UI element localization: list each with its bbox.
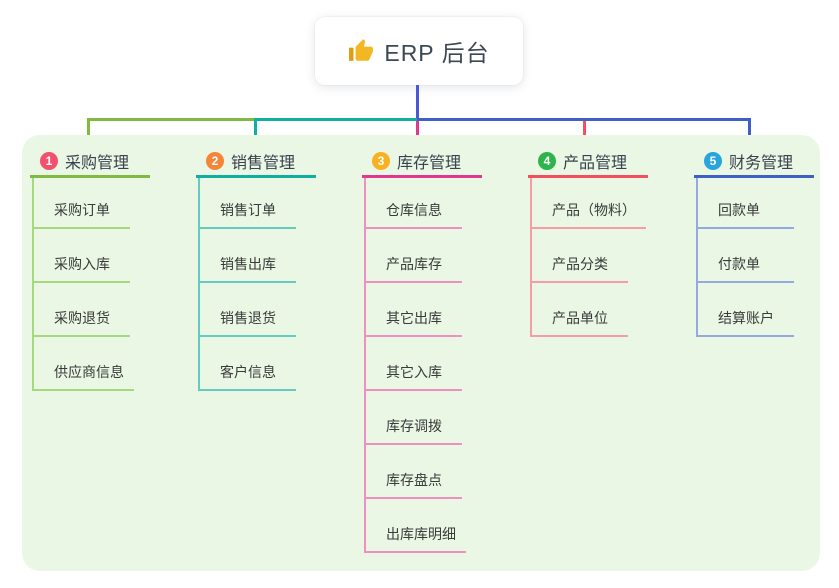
branch-column-finance: 5 财务管理 回款单 付款单 结算账户 bbox=[694, 135, 839, 337]
subtopic[interactable]: 其它出库 bbox=[366, 283, 462, 337]
subtopic[interactable]: 销售订单 bbox=[200, 178, 296, 229]
connector-bar-mid bbox=[254, 118, 417, 121]
branch-children: 采购订单 采购入库 采购退货 供应商信息 bbox=[32, 178, 134, 391]
subtopic[interactable]: 供应商信息 bbox=[34, 337, 134, 391]
subtopic[interactable]: 仓库信息 bbox=[366, 178, 462, 229]
subtopic[interactable]: 库存盘点 bbox=[366, 445, 462, 499]
subtopic[interactable]: 产品单位 bbox=[532, 283, 628, 337]
subtopic[interactable]: 产品（物料） bbox=[532, 178, 646, 229]
branch-topic-label: 库存管理 bbox=[397, 155, 462, 172]
connector-bar-left bbox=[87, 118, 255, 121]
root-topic-label: ERP 后台 bbox=[384, 40, 490, 66]
subtopic[interactable]: 产品库存 bbox=[366, 229, 462, 283]
connector-root-drop bbox=[416, 85, 419, 121]
branch-column-purchase: 1 采购管理 采购订单 采购入库 采购退货 供应商信息 bbox=[30, 135, 180, 391]
branch-topic-finance[interactable]: 5 财务管理 bbox=[694, 147, 814, 178]
branch-column-product: 4 产品管理 产品（物料） 产品分类 产品单位 bbox=[528, 135, 678, 337]
connector-drop-branch-5 bbox=[748, 118, 751, 148]
branch-topic-label: 产品管理 bbox=[563, 155, 628, 172]
subtopic[interactable]: 结算账户 bbox=[698, 283, 794, 337]
subtopic[interactable]: 客户信息 bbox=[200, 337, 296, 391]
branch-children: 仓库信息 产品库存 其它出库 其它入库 库存调拨 库存盘点 出库库明细 bbox=[364, 178, 466, 553]
subtopic[interactable]: 产品分类 bbox=[532, 229, 628, 283]
branch-topic-sales[interactable]: 2 销售管理 bbox=[196, 147, 316, 178]
subtopic[interactable]: 销售出库 bbox=[200, 229, 296, 283]
subtopic[interactable]: 采购退货 bbox=[34, 283, 130, 337]
branch-children: 回款单 付款单 结算账户 bbox=[696, 178, 794, 337]
subtopic[interactable]: 其它入库 bbox=[366, 337, 462, 391]
branch-children: 销售订单 销售出库 销售退货 客户信息 bbox=[198, 178, 296, 391]
branch-topic-label: 采购管理 bbox=[65, 155, 130, 172]
branch-number-badge: 5 bbox=[704, 152, 722, 170]
branch-column-sales: 2 销售管理 销售订单 销售出库 销售退货 客户信息 bbox=[196, 135, 346, 391]
connector-bar-right bbox=[417, 118, 751, 121]
branch-number-badge: 2 bbox=[206, 152, 224, 170]
branch-number-badge: 1 bbox=[40, 152, 58, 170]
subtopic[interactable]: 回款单 bbox=[698, 178, 794, 229]
connector-drop-branch-1 bbox=[87, 118, 90, 148]
subtopic[interactable]: 采购入库 bbox=[34, 229, 130, 283]
branch-topic-label: 财务管理 bbox=[729, 155, 794, 172]
subtopic[interactable]: 出库库明细 bbox=[366, 499, 466, 553]
connector-drop-branch-4 bbox=[583, 121, 586, 148]
branch-number-badge: 4 bbox=[538, 152, 556, 170]
branch-children: 产品（物料） 产品分类 产品单位 bbox=[530, 178, 646, 337]
branch-topic-purchase[interactable]: 1 采购管理 bbox=[30, 147, 150, 178]
subtopic[interactable]: 采购订单 bbox=[34, 178, 130, 229]
subtopic[interactable]: 付款单 bbox=[698, 229, 794, 283]
branch-topic-product[interactable]: 4 产品管理 bbox=[528, 147, 648, 178]
thumbs-up-icon bbox=[349, 39, 374, 61]
branch-column-inventory: 3 库存管理 仓库信息 产品库存 其它出库 其它入库 库存调拨 库存盘点 出库库… bbox=[362, 135, 512, 553]
branch-number-badge: 3 bbox=[372, 152, 390, 170]
root-topic[interactable]: ERP 后台 bbox=[315, 17, 523, 85]
subtopic[interactable]: 库存调拨 bbox=[366, 391, 462, 445]
subtopic[interactable]: 销售退货 bbox=[200, 283, 296, 337]
connector-drop-branch-2 bbox=[254, 118, 257, 148]
branches-panel: 1 采购管理 采购订单 采购入库 采购退货 供应商信息 2 销售管理 销售订单 … bbox=[22, 135, 820, 571]
branch-topic-label: 销售管理 bbox=[231, 155, 296, 172]
connector-drop-branch-3 bbox=[416, 121, 419, 148]
branch-topic-inventory[interactable]: 3 库存管理 bbox=[362, 147, 482, 178]
